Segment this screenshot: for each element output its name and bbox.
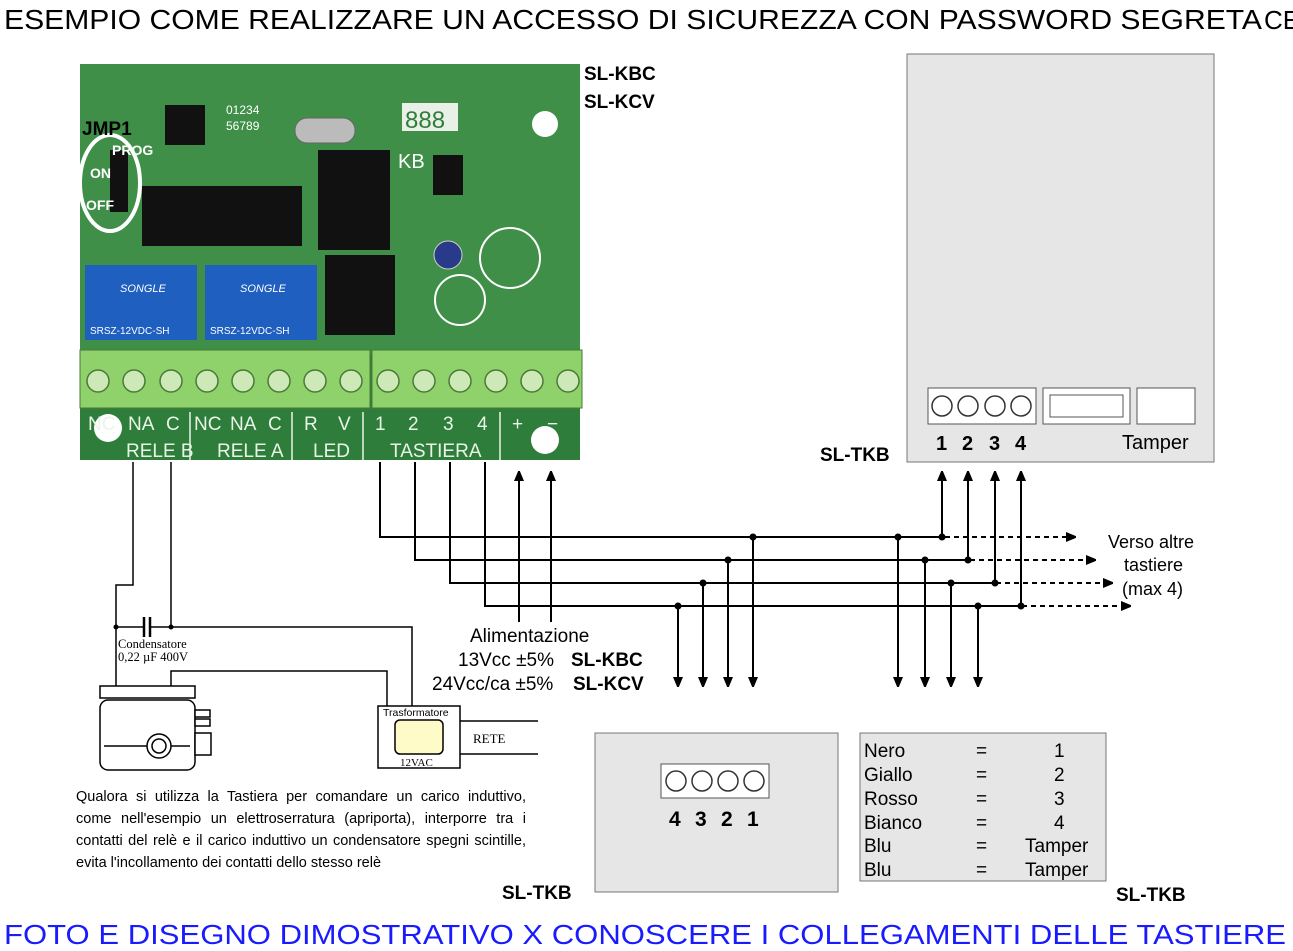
terminal-label: NA: [230, 414, 257, 435]
load-wires: [115, 462, 538, 755]
terminal-label: C: [268, 414, 282, 435]
keypad-bus-wires: [379, 462, 1130, 686]
pcb-board: 888 01234 56789 KB SONGLE SONGLE SRSZ-12…: [78, 64, 583, 462]
electric-lock: [99, 685, 212, 771]
keypad-sl-tkb-top: 1 2 3 4 Tamper: [906, 53, 1215, 463]
wire-pin: 2: [1054, 765, 1065, 786]
pin-label-1: 1: [936, 433, 947, 455]
wire-color: Blu: [864, 836, 891, 857]
capacitor-value: 0,22 µF 400V: [118, 650, 188, 664]
capacitor-label: Condensatore: [118, 637, 187, 651]
terminal-label: 2: [408, 414, 419, 435]
footer-title: FOTO E DISEGNO DIMOSTRATIVO X CONOSCERE …: [4, 919, 1286, 950]
other-keypads-text: Verso altre: [1108, 532, 1194, 552]
digits-top: 01234: [226, 103, 260, 117]
mains-label: RETE: [473, 731, 506, 746]
junction-dots: [674, 533, 1025, 610]
group-label-led: LED: [313, 441, 350, 462]
other-keypads-max: (max 4): [1122, 579, 1183, 599]
inductive-load-note: Qualora si utilizza la Tastiera per coma…: [76, 789, 526, 871]
power-label: Alimentazione: [470, 626, 589, 647]
group-label-rele-a: RELE A: [217, 441, 284, 462]
back-pin-3: 3: [695, 808, 707, 831]
wire-color: Blu: [864, 860, 891, 881]
back-pin-2: 2: [721, 808, 733, 831]
terminal-label: R: [304, 414, 318, 435]
display-digits: 888: [405, 107, 445, 134]
relay-b: [85, 265, 197, 340]
relay-b-model: SRSZ-12VDC-SH: [90, 326, 169, 337]
digits-bottom: 56789: [226, 119, 260, 133]
equals: =: [976, 741, 987, 762]
keypad-sl-tkb-back: 4 3 2 1: [594, 732, 839, 893]
power-13vcc: 13Vcc ±5%: [458, 650, 554, 671]
terminal-label: 4: [477, 414, 488, 435]
jumper-highlight: [78, 133, 142, 233]
back-pin-1: 1: [747, 808, 759, 831]
group-label-rele-b: RELE B: [126, 441, 194, 462]
terminal-label: NC: [88, 414, 115, 435]
page-title: ESEMPIO COME REALIZZARE UN ACCESSO DI SI…: [4, 4, 1262, 35]
back-pin-4: 4: [669, 808, 681, 831]
tamper-label: Tamper: [1122, 432, 1189, 454]
jmp1-label: JMP1: [82, 119, 132, 140]
terminal-label: 3: [443, 414, 454, 435]
power-24vcc: 24Vcc/ca ±5%: [432, 674, 553, 695]
jumper-prog: PROG: [112, 142, 153, 158]
terminal-label: +: [512, 414, 523, 435]
jumper-on: ON: [90, 165, 111, 181]
equals: =: [976, 860, 987, 881]
color-table-label: SL-TKB: [1116, 885, 1186, 906]
transformer: Trasformatore 12VAC: [377, 705, 461, 769]
wire-color: Nero: [864, 741, 905, 762]
wire-color: Bianco: [864, 813, 922, 834]
terminal-label: V: [338, 414, 351, 435]
relay-a: [205, 265, 317, 340]
terminal-block-right: [371, 349, 583, 409]
wire-pin: 4: [1054, 813, 1065, 834]
transformer-voltage: 12VAC: [400, 757, 433, 769]
wire-color: Giallo: [864, 765, 913, 786]
terminal-label: NC: [194, 414, 221, 435]
wire-pin: Tamper: [1025, 860, 1089, 881]
wire-color: Rosso: [864, 789, 918, 810]
wire-pin: Tamper: [1025, 836, 1089, 857]
wire-pin: 1: [1054, 741, 1065, 762]
relay-a-model: SRSZ-12VDC-SH: [210, 326, 289, 337]
wire-pin: 3: [1054, 789, 1065, 810]
pin-label-4: 4: [1015, 433, 1027, 455]
equals: =: [976, 765, 987, 786]
keypad-back-label: SL-TKB: [502, 883, 572, 904]
model-sl-kbc: SL-KBC: [584, 64, 656, 85]
model-sl-kcv: SL-KCV: [584, 92, 655, 113]
group-label-tastiera: TASTIERA: [390, 441, 482, 462]
power-model-kbc: SL-KBC: [571, 650, 643, 671]
wire-color-table: Nero = 1 Giallo = 2 Rosso = 3 Bianco = 4…: [859, 732, 1107, 882]
terminal-label: −: [547, 414, 558, 435]
jumper-off: OFF: [86, 197, 114, 213]
kb-label: KB: [398, 151, 425, 173]
keypad-top-label: SL-TKB: [820, 445, 890, 466]
pin-label-2: 2: [962, 433, 973, 455]
power-model-kcv: SL-KCV: [573, 674, 644, 695]
cpu-chip: [142, 186, 302, 246]
terminal-label: 1: [375, 414, 386, 435]
ce-mark: CE: [1264, 5, 1293, 35]
terminal-label: C: [166, 414, 180, 435]
transformer-label: Trasformatore: [383, 707, 449, 719]
terminal-label: NA: [128, 414, 155, 435]
other-keypads-text: tastiere: [1124, 555, 1183, 575]
equals: =: [976, 789, 987, 810]
relay-b-brand: SONGLE: [120, 283, 167, 295]
equals: =: [976, 813, 987, 834]
equals: =: [976, 836, 987, 857]
pin-label-3: 3: [989, 433, 1000, 455]
relay-a-brand: SONGLE: [240, 283, 287, 295]
